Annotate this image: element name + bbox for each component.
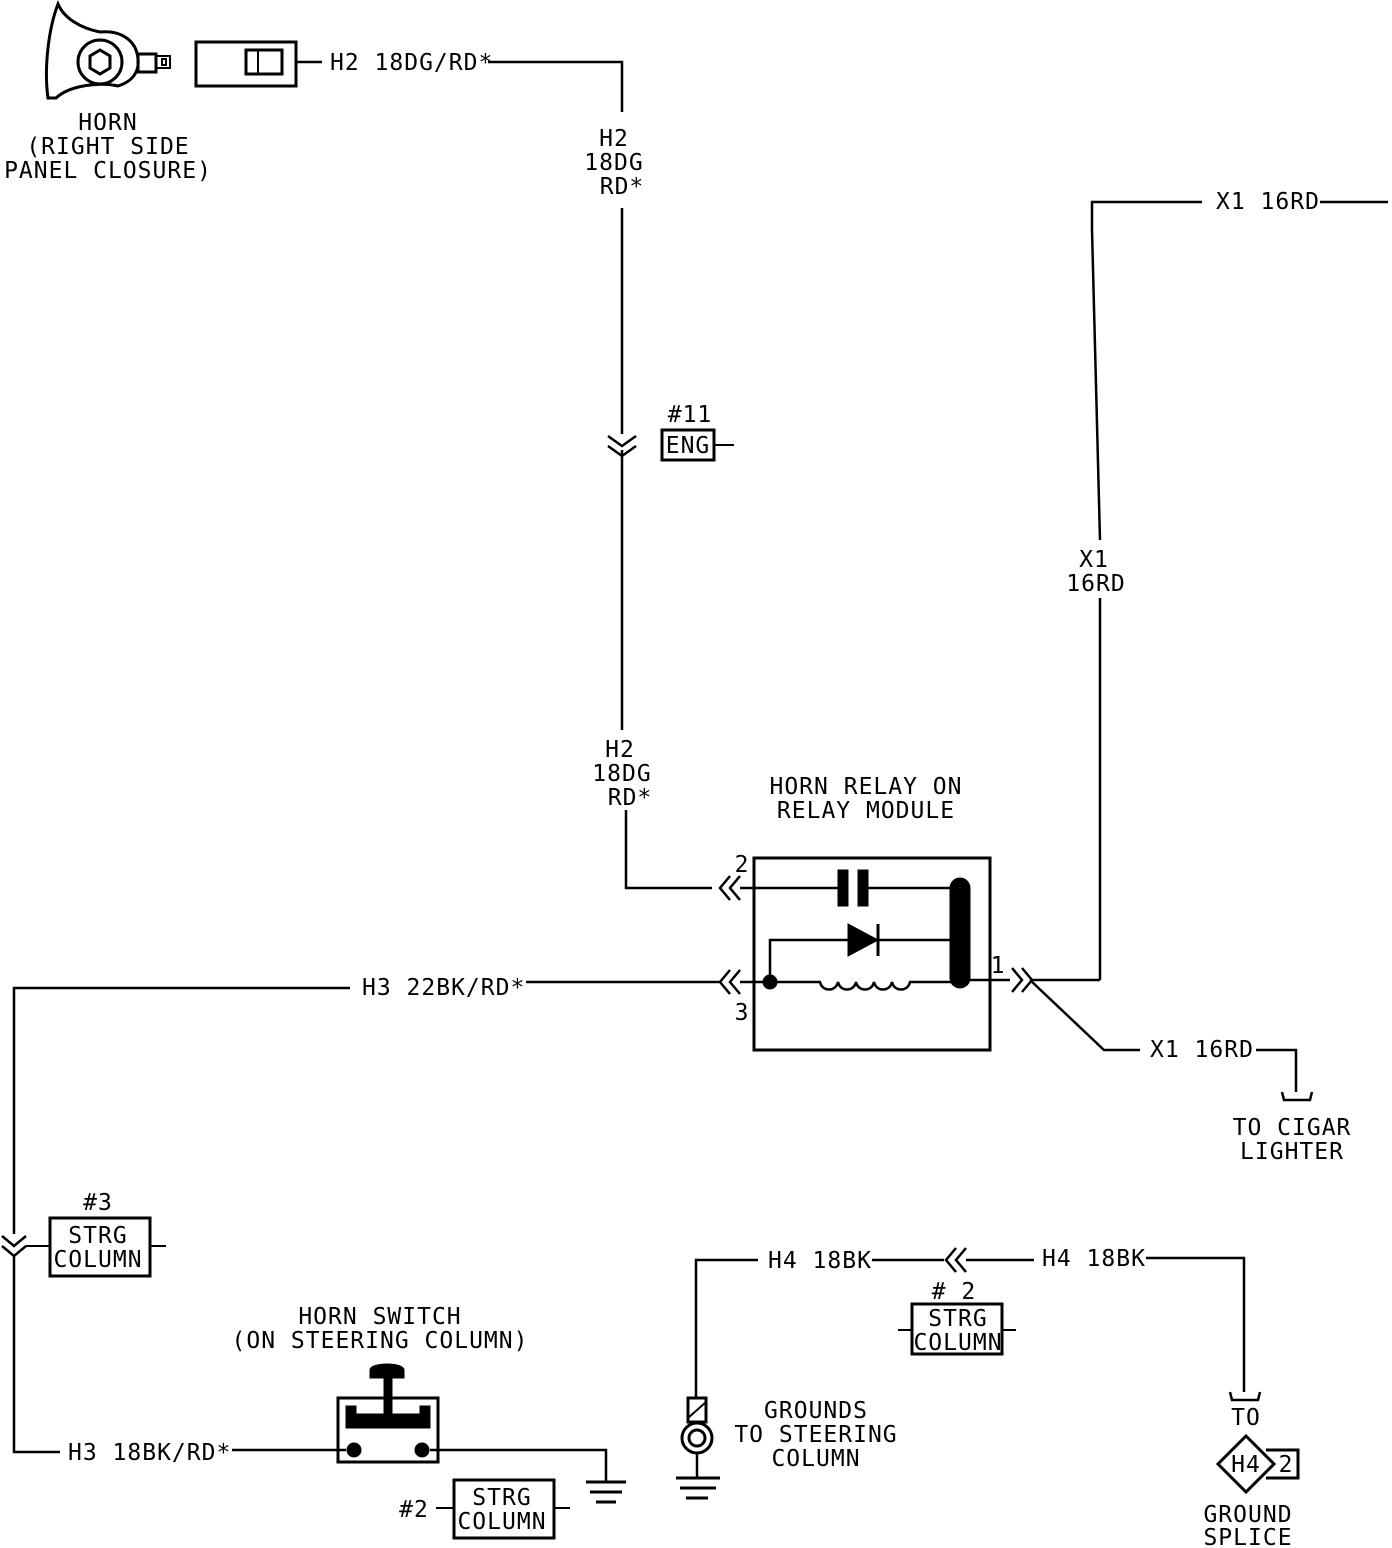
relay-title-1: HORN RELAY ON — [769, 774, 962, 800]
wire-label-h2-top: H2 18DG/RD* — [330, 50, 493, 76]
connector-2b-box-label-2: COLUMN — [913, 1330, 1002, 1356]
splice-id: H4 — [1231, 1452, 1261, 1478]
horn-switch-icon — [336, 1363, 440, 1464]
connector-3-number: #3 — [83, 1190, 113, 1216]
ground-symbol-switch — [430, 1448, 626, 1504]
wire-label-h2-lower-1: H2 — [605, 737, 635, 763]
connector-11-eng — [607, 428, 734, 462]
wire-h3-top — [1, 980, 720, 1454]
connector-11-box-label: ENG — [666, 433, 711, 459]
eyelet-ground-icon — [676, 1396, 720, 1500]
ground-splice-label-1: GROUND — [1203, 1502, 1292, 1528]
wire-x1-cigar — [1029, 979, 1314, 1102]
grounds-label-2: TO STEERING — [734, 1422, 897, 1448]
connector-3-box-label-2: COLUMN — [53, 1247, 142, 1273]
wire-label-h4-right: H4 18BK — [1042, 1246, 1146, 1272]
wire-label-x1-bottom: X1 16RD — [1150, 1037, 1254, 1063]
relay-title-2: RELAY MODULE — [777, 798, 955, 824]
horn-relay — [718, 856, 1034, 1052]
cigar-lighter-label-2: LIGHTER — [1240, 1139, 1344, 1165]
wire-x1 — [1030, 200, 1388, 982]
connector-2b-number: # 2 — [932, 1279, 977, 1305]
wire-label-x1-mid-1: X1 — [1079, 547, 1109, 573]
wire-h2 — [488, 60, 712, 890]
connector-2a-box-label-1: STRG — [472, 1485, 531, 1511]
horn-switch-title-2: (ON STEERING COLUMN) — [232, 1328, 529, 1354]
wire-label-x1-top: X1 16RD — [1216, 189, 1320, 215]
horn-switch-title-1: HORN SWITCH — [298, 1304, 461, 1330]
horn-icon — [45, 0, 171, 100]
ground-splice-label-2: SPLICE — [1203, 1525, 1292, 1548]
connector-3-strg-column — [48, 1216, 166, 1278]
wire-label-x1-mid-2: 16RD — [1066, 571, 1125, 597]
to-label: TO — [1231, 1405, 1261, 1431]
connector-2a-number: #2 — [399, 1497, 429, 1523]
connector-3-box-label-1: STRG — [68, 1223, 127, 1249]
wire-label-h4-left: H4 18BK — [768, 1248, 872, 1274]
wire-label-h2-upper-2: 18DG — [584, 150, 643, 176]
cigar-lighter-label-1: TO CIGAR — [1233, 1115, 1352, 1141]
wire-label-h3-bottom: H3 18BK/RD* — [68, 1440, 231, 1466]
wire-label-h3-top: H3 22BK/RD* — [362, 975, 525, 1001]
horn-label-2: (RIGHT SIDE — [26, 134, 189, 160]
connector-11-number: #11 — [668, 402, 713, 428]
grounds-label-1: GROUNDS — [764, 1398, 868, 1424]
wire-label-h2-lower-3: RD* — [608, 785, 653, 811]
relay-pin-3: 3 — [735, 1000, 750, 1026]
connector-2b-strg-column — [898, 1302, 1016, 1356]
horn-label-3: PANEL CLOSURE) — [4, 158, 212, 184]
connector-2a-strg-column — [436, 1478, 570, 1540]
wire-label-h2-upper-3: RD* — [600, 174, 645, 200]
connector-2b-box-label-1: STRG — [928, 1306, 987, 1332]
wire-h4 — [694, 1247, 1262, 1402]
ground-splice-diamond — [1215, 1433, 1300, 1495]
wire-label-h2-lower-2: 18DG — [592, 761, 651, 787]
grounds-label-3: COLUMN — [771, 1446, 860, 1472]
wire-label-h2-upper-1: H2 — [599, 126, 629, 152]
horn-label-1: HORN — [78, 110, 137, 136]
relay-pin-1: 1 — [991, 953, 1006, 979]
relay-pin-2: 2 — [735, 852, 750, 878]
horn-connector — [194, 40, 322, 88]
splice-number: 2 — [1279, 1452, 1294, 1478]
connector-2a-box-label-2: COLUMN — [457, 1509, 546, 1535]
